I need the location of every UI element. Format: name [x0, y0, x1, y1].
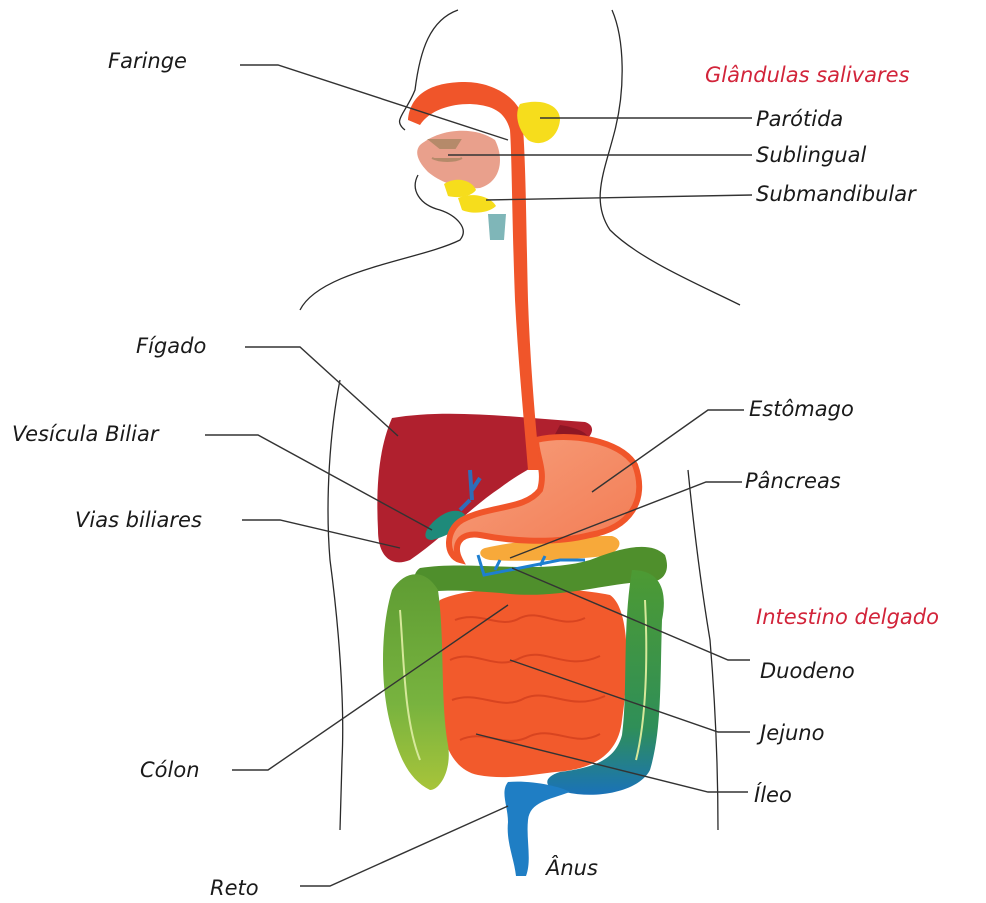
label-vesicula-biliar: Vesícula Biliar [12, 422, 160, 446]
label-intestino-delgado: Intestino delgado [756, 605, 939, 629]
label-pancreas: Pâncreas [745, 469, 841, 493]
small-intestine [434, 588, 626, 777]
label-colon: Cólon [140, 758, 200, 782]
label-estomago: Estômago [749, 397, 854, 421]
label-ileo: Íleo [754, 782, 792, 807]
label-reto: Reto [210, 876, 259, 900]
label-jejuno: Jejuno [756, 721, 824, 745]
label-glandulas-salivares: Glândulas salivares [705, 63, 910, 87]
label-figado: Fígado [136, 334, 206, 358]
label-sublingual: Sublingual [756, 143, 866, 167]
label-submandibular: Submandibular [756, 182, 917, 206]
label-vias-biliares: Vias biliares [75, 508, 202, 532]
label-duodeno: Duodeno [760, 659, 855, 683]
label-faringe: Faringe [108, 49, 187, 73]
label-anus: Ânus [544, 855, 598, 880]
label-parotida: Parótida [756, 107, 843, 131]
trachea [488, 214, 506, 240]
